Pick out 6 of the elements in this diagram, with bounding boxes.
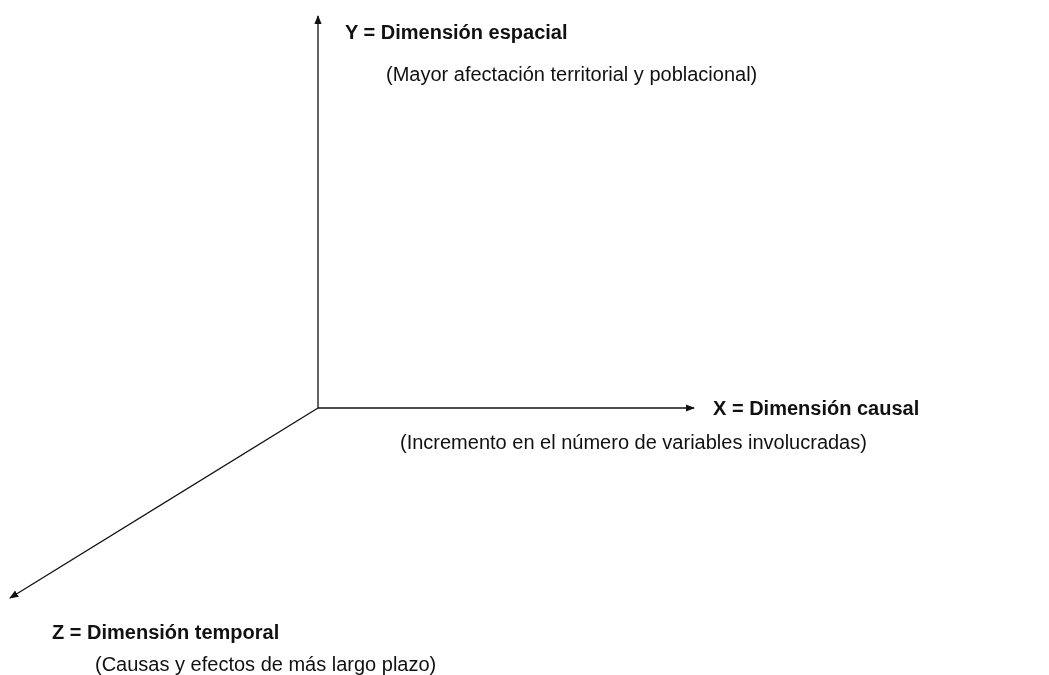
axis-description: (Incremento en el número de variables involucradas) (400, 430, 867, 454)
axis-description: (Mayor afectación territorial y poblacional) (386, 62, 758, 86)
axis-description: (Causas y efectos de más largo plazo) (95, 652, 437, 675)
axis-title: X = Dimensión causal (713, 396, 920, 420)
axis-title: Z = Dimensión temporal (52, 620, 280, 644)
axis-title: Y = Dimensión espacial (345, 20, 568, 44)
